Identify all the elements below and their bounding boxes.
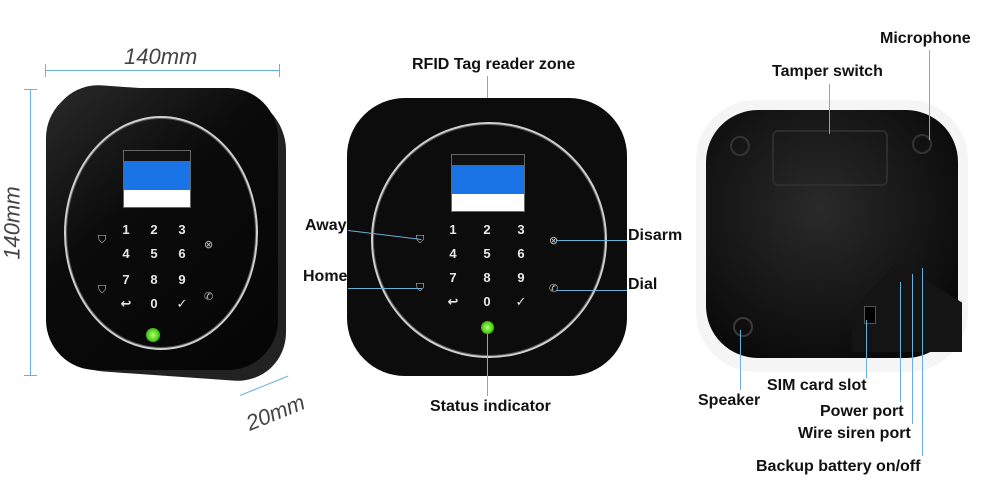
label-sim: SIM card slot: [767, 377, 867, 394]
screen-center: [451, 154, 525, 212]
key-4-center[interactable]: 4: [449, 246, 457, 261]
label-disarm: Disarm: [628, 227, 683, 244]
dimension-height-tick-bottom: [24, 375, 37, 376]
leader-tamper: [829, 84, 830, 134]
dimension-height-tick-top: [24, 89, 37, 90]
tamper-switch-housing: [772, 130, 888, 186]
key-ok-left[interactable]: ✓: [176, 296, 188, 311]
key-5-left[interactable]: 5: [150, 246, 158, 261]
key-1-center[interactable]: 1: [449, 222, 457, 237]
leader-sim: [866, 320, 867, 378]
label-rfid: RFID Tag reader zone: [412, 56, 576, 73]
key-3-center[interactable]: 3: [517, 222, 525, 237]
leader-battery: [922, 268, 923, 456]
key-6-center[interactable]: 6: [517, 246, 525, 261]
key-ok-center[interactable]: ✓: [515, 294, 527, 309]
leader-dial: [556, 290, 627, 291]
label-tamper: Tamper switch: [772, 63, 883, 80]
key-3-left[interactable]: 3: [178, 222, 186, 237]
shield-disarm-icon[interactable]: ⊗: [549, 235, 559, 247]
dimension-width-label: 140mm: [124, 44, 198, 69]
label-battery: Backup battery on/off: [756, 458, 921, 475]
leader-power: [900, 282, 901, 402]
leader-microphone: [929, 50, 930, 140]
shield-away-icon[interactable]: ⛉: [98, 234, 107, 246]
key-2-center[interactable]: 2: [483, 222, 491, 237]
key-8-center[interactable]: 8: [483, 270, 491, 285]
leader-status: [487, 334, 488, 396]
key-5-center[interactable]: 5: [483, 246, 491, 261]
key-7-left[interactable]: 7: [122, 272, 130, 287]
key-7-center[interactable]: 7: [449, 270, 457, 285]
speaker-grille: [733, 317, 753, 337]
label-microphone: Microphone: [880, 30, 971, 47]
key-6-left[interactable]: 6: [178, 246, 186, 261]
dimension-width-tick-left: [45, 64, 46, 77]
sim-slot: [864, 306, 876, 324]
leader-home: [348, 288, 422, 289]
status-led-left: [146, 328, 160, 342]
key-back-center[interactable]: ↩: [447, 294, 459, 309]
dimension-width-tick-right: [279, 64, 280, 77]
key-back-left[interactable]: ↩: [120, 296, 132, 311]
label-speaker: Speaker: [698, 392, 761, 409]
status-led-center: [481, 321, 494, 334]
microphone-hole: [912, 134, 932, 154]
screw-top-left: [730, 136, 750, 156]
label-power: Power port: [820, 403, 904, 420]
shield-away-icon[interactable]: ⛉: [416, 234, 425, 246]
key-8-left[interactable]: 8: [150, 272, 158, 287]
key-0-left[interactable]: 0: [150, 296, 158, 311]
dimension-height-label: 140mm: [0, 186, 25, 260]
phone-dial-icon[interactable]: ✆: [549, 283, 559, 295]
key-4-left[interactable]: 4: [122, 246, 130, 261]
phone-dial-icon[interactable]: ✆: [204, 291, 214, 303]
ring-left: [64, 116, 258, 350]
shield-disarm-icon[interactable]: ⊗: [204, 239, 214, 251]
screen-left: [123, 150, 191, 208]
leader-speaker: [740, 330, 741, 390]
dimension-width-line: [46, 70, 280, 71]
dimension-depth-label: 20mm: [242, 389, 309, 436]
key-0-center[interactable]: 0: [483, 294, 491, 309]
label-away: Away: [305, 217, 347, 234]
key-9-left[interactable]: 9: [178, 272, 186, 287]
shield-home-icon[interactable]: ⛉: [98, 284, 107, 296]
label-status: Status indicator: [430, 398, 551, 415]
leader-siren: [912, 274, 913, 424]
dimension-height-line: [30, 90, 31, 375]
leader-disarm: [556, 240, 627, 241]
label-home: Home: [303, 268, 348, 285]
key-9-center[interactable]: 9: [517, 270, 525, 285]
key-1-left[interactable]: 1: [122, 222, 130, 237]
label-dial: Dial: [628, 276, 658, 293]
label-siren: Wire siren port: [798, 425, 911, 442]
key-2-left[interactable]: 2: [150, 222, 158, 237]
